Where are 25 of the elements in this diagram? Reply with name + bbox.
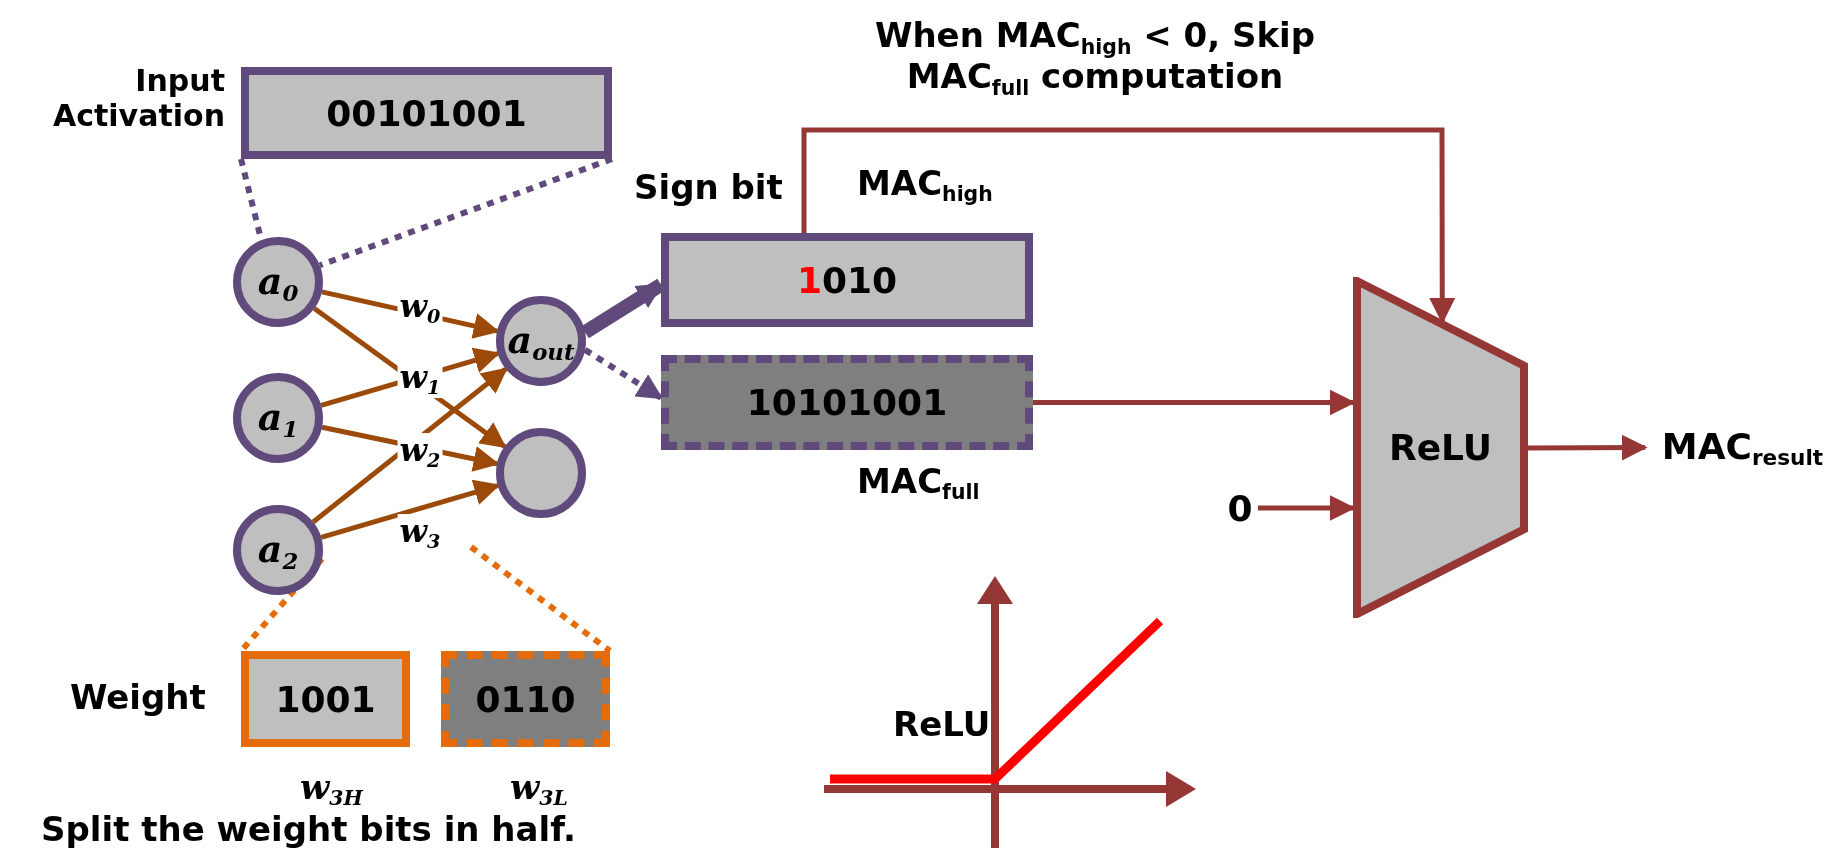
register-box: 00101001 [241,67,612,159]
neuron-circle: a$_{0}$ [233,237,323,327]
text-label: Input Activation [51,64,225,133]
weight-label: w$_{3L}$ [510,768,568,811]
arrow [1528,434,1648,461]
neuron-circle: a$_{out}$ [496,296,586,386]
weight-label: w$_{3H}$ [300,768,363,811]
register-box: 10101001 [661,355,1033,450]
dotted-line [318,156,614,269]
text-label: Weight [70,678,206,718]
text-label: ReLU [893,705,991,745]
text-label: MAC$_{full}$ [857,462,980,505]
neuron-circle: a$_{1}$ [233,373,323,463]
text-label: Split the weight bits in half. [41,810,576,850]
dotted-line [469,544,612,654]
input-value: 0 [1222,486,1258,530]
register-box: 1010 [661,233,1033,327]
neuron-circle: a$_{2}$ [233,505,323,595]
register-box: 0110 [441,651,610,747]
text-label: MAC$_{high}$ [857,164,993,207]
relu-block: ReLU [1353,277,1528,618]
arrow [311,367,508,524]
text-label: Sign bit [634,168,783,208]
output-label: MAC$_{result}$ [1645,420,1840,476]
register-box: 1001 [241,651,410,747]
